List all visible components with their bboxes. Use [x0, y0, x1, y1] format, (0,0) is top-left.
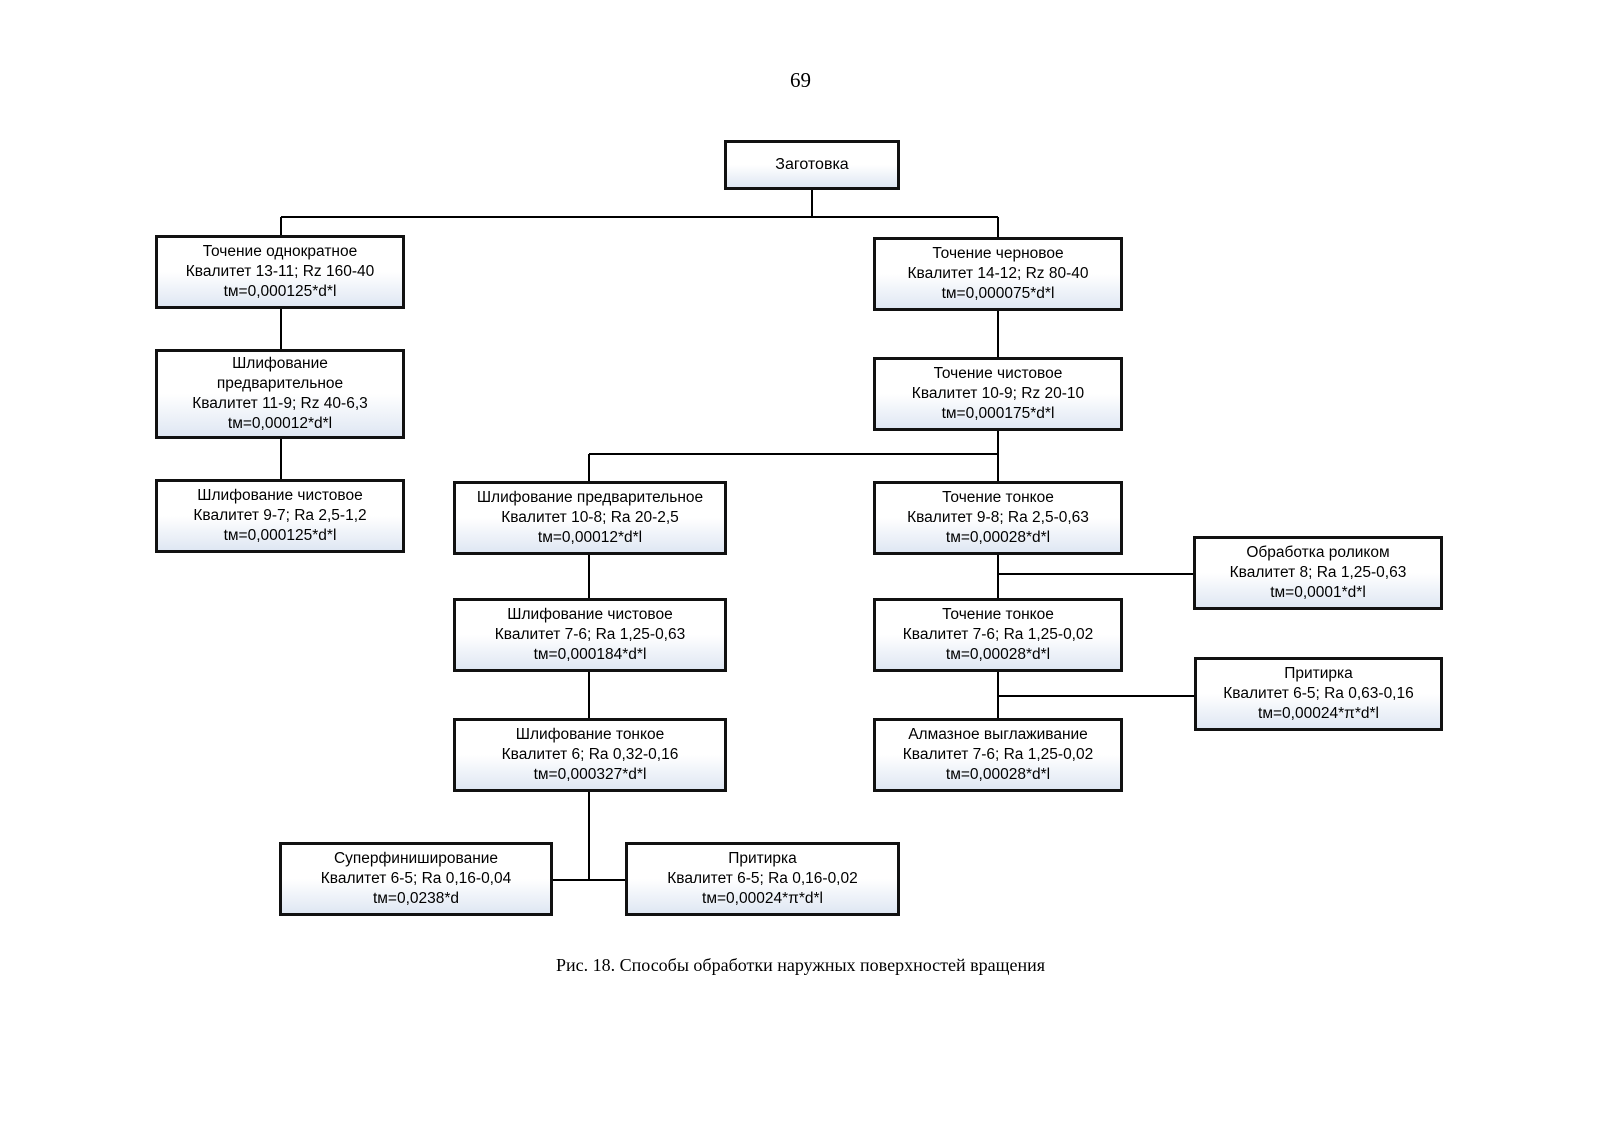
node-time: tм=0,000327*d*l [533, 766, 647, 783]
node-time: tм=0,000125*d*l [223, 527, 337, 544]
node-time: tм=0,00024*π*d*l [1258, 705, 1379, 722]
node-quality: Квалитет 6-5; Ra 0,16-0,02 [667, 870, 858, 887]
node-time: tм=0,00028*d*l [945, 766, 1051, 783]
node-title: Шлифование чистовое [197, 487, 363, 504]
node-quality: Квалитет 7-6; Ra 1,25-0,63 [494, 626, 686, 643]
node-single-turning: Точение однократное Квалитет 13-11; Rz 1… [155, 235, 405, 309]
node-title: Шлифование предварительное [476, 489, 704, 506]
node-quality: Квалитет 9-7; Ra 2,5-1,2 [193, 507, 367, 524]
node-superfinishing: Суперфиниширование Квалитет 6-5; Ra 0,16… [279, 842, 553, 916]
node-quality: Квалитет 7-6; Ra 1,25-0,02 [902, 626, 1094, 643]
node-title: Точение тонкое [942, 606, 1054, 623]
node-fine-turning-2: Точение тонкое Квалитет 7-6; Ra 1,25-0,0… [873, 598, 1123, 672]
node-quality: Квалитет 6-5; Ra 0,63-0,16 [1223, 685, 1414, 702]
page-number: 69 [790, 68, 811, 92]
node-quality: Квалитет 9-8; Ra 2,5-0,63 [907, 509, 1089, 526]
node-rough-turning: Точение черновое Квалитет 14-12; Rz 80-4… [873, 237, 1123, 311]
node-title: Точение черновое [932, 245, 1064, 262]
node-time: tм=0,00012*d*l [537, 529, 643, 546]
node-quality: Квалитет 6; Ra 0,32-0,16 [501, 746, 679, 763]
node-quality: Квалитет 13-11; Rz 160-40 [185, 263, 375, 280]
node-lapping-bottom: Притирка Квалитет 6-5; Ra 0,16-0,02 tм=0… [625, 842, 900, 916]
node-time: tм=0,00012*d*l [227, 415, 333, 432]
node-time: tм=0,00024*π*d*l [702, 890, 823, 907]
node-time: tм=0,000184*d*l [533, 646, 647, 663]
node-title: Притирка [728, 850, 797, 867]
node-quality: Квалитет 10-8; Ra 20-2,5 [501, 509, 679, 526]
node-finish-grinding-mid: Шлифование чистовое Квалитет 7-6; Ra 1,2… [453, 598, 727, 672]
node-quality: Квалитет 10-9; Rz 20-10 [911, 385, 1085, 402]
node-title: Шлифование чистовое [507, 606, 673, 623]
node-blank: Заготовка [724, 140, 900, 190]
node-title: Обработка роликом [1246, 544, 1390, 561]
node-fine-turning-1: Точение тонкое Квалитет 9-8; Ra 2,5-0,63… [873, 481, 1123, 555]
node-roller-processing: Обработка роликом Квалитет 8; Ra 1,25-0,… [1193, 536, 1443, 610]
node-fine-grinding: Шлифование тонкое Квалитет 6; Ra 0,32-0,… [453, 718, 727, 792]
node-quality: Квалитет 11-9; Rz 40-6,3 [192, 395, 368, 412]
node-time: tм=0,00028*d*l [945, 646, 1051, 663]
node-diamond-burnishing: Алмазное выглаживание Квалитет 7-6; Ra 1… [873, 718, 1123, 792]
node-title: Точение чистовое [933, 365, 1063, 382]
node-time: tм=0,0238*d [372, 890, 460, 907]
node-quality: Квалитет 8; Ra 1,25-0,63 [1229, 564, 1407, 581]
node-finish-grinding-left: Шлифование чистовое Квалитет 9-7; Ra 2,5… [155, 479, 405, 553]
node-title: Точение однократное [202, 243, 358, 260]
node-time: tм=0,0001*d*l [1270, 584, 1366, 601]
node-title: Алмазное выглаживание [908, 726, 1088, 743]
node-quality: Квалитет 7-6; Ra 1,25-0,02 [902, 746, 1094, 763]
node-title: Точение тонкое [942, 489, 1054, 506]
node-preliminary-grinding-left: Шлифование предварительное Квалитет 11-9… [155, 349, 405, 439]
node-time: tм=0,00028*d*l [945, 529, 1051, 546]
node-quality: Квалитет 14-12; Rz 80-40 [907, 265, 1089, 282]
node-time: tм=0,000125*d*l [223, 283, 337, 300]
node-lapping-right: Притирка Квалитет 6-5; Ra 0,63-0,16 tм=0… [1194, 657, 1443, 731]
node-time: tм=0,000075*d*l [941, 285, 1055, 302]
node-title: Притирка [1284, 665, 1353, 682]
figure-caption: Рис. 18. Способы обработки наружных пове… [555, 955, 1046, 975]
node-title: Заготовка [775, 156, 849, 173]
node-title: Суперфиниширование [333, 850, 499, 867]
node-quality: Квалитет 6-5; Ra 0,16-0,04 [320, 870, 512, 887]
node-title: Шлифование предварительное [216, 355, 344, 392]
node-preliminary-grinding-mid: Шлифование предварительное Квалитет 10-8… [453, 481, 727, 555]
node-time: tм=0,000175*d*l [941, 405, 1055, 422]
node-title: Шлифование тонкое [515, 726, 665, 743]
node-finish-turning: Точение чистовое Квалитет 10-9; Rz 20-10… [873, 357, 1123, 431]
